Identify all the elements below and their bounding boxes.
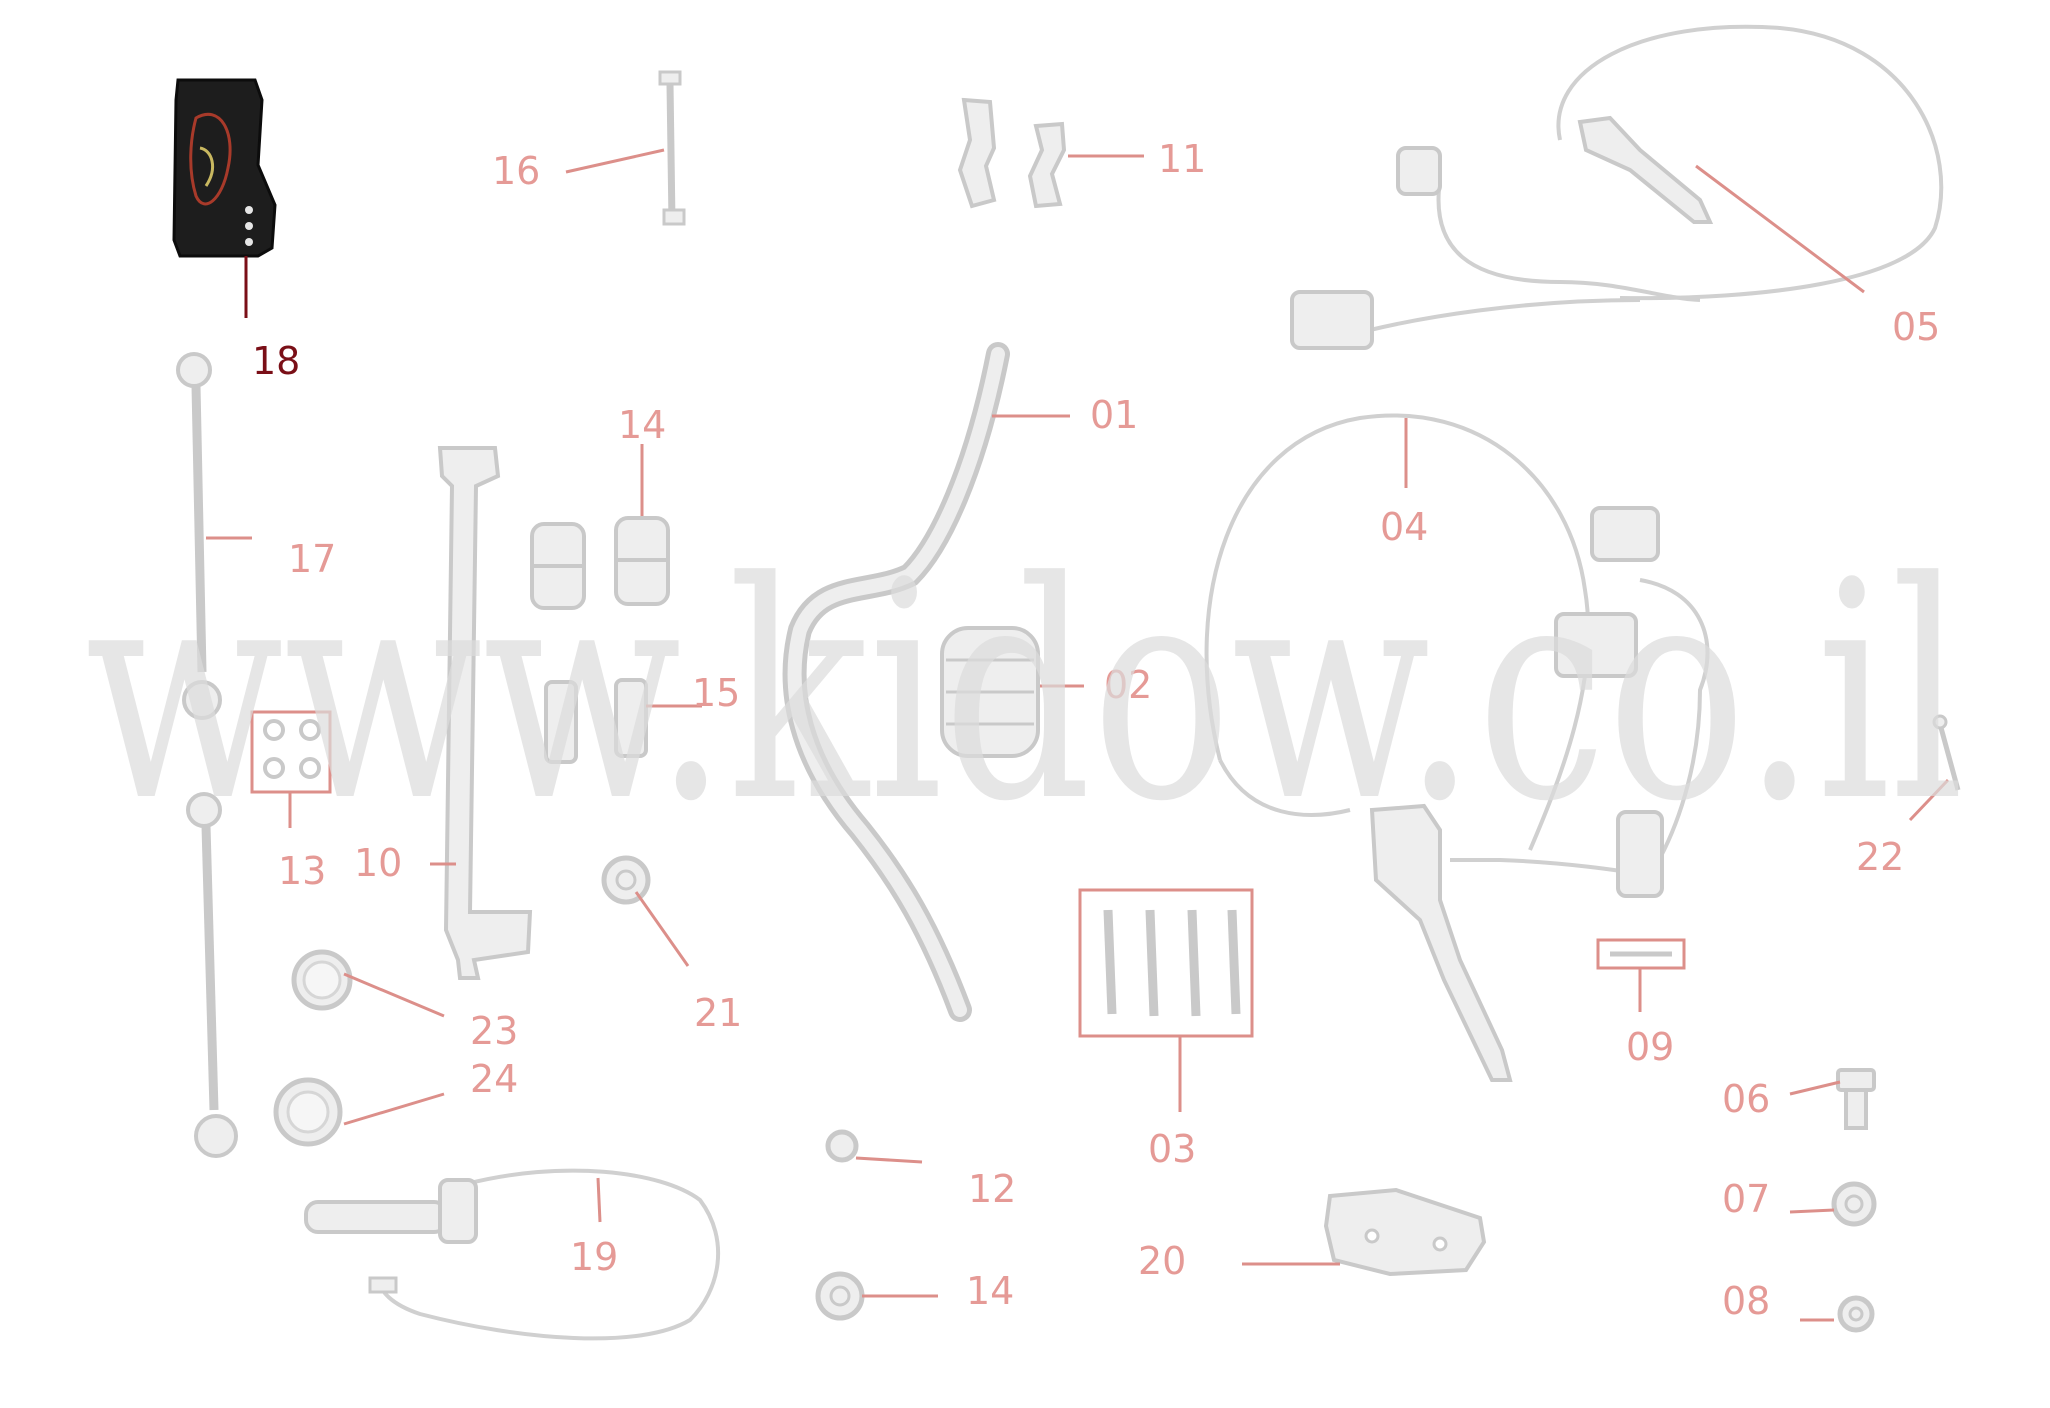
part-17-tie-rod-upper[interactable] bbox=[176, 352, 222, 720]
part-19-throttle[interactable] bbox=[304, 1168, 721, 1341]
callout-12: 12 bbox=[968, 1167, 1016, 1211]
leader-16 bbox=[565, 148, 665, 174]
watermark-text: www.kidow.co.il bbox=[85, 518, 1965, 867]
part-12-nut[interactable] bbox=[825, 1129, 859, 1163]
part-21-washer[interactable] bbox=[601, 855, 651, 905]
part-06-flange-bolt[interactable] bbox=[1836, 1068, 1876, 1130]
part-03-bolt-set[interactable] bbox=[1078, 888, 1254, 1038]
callout-labels: 18 16 11 05 17 14 01 04 02 15 13 10 22 2… bbox=[252, 137, 1940, 1323]
part-14-clamp-blocks[interactable] bbox=[530, 516, 670, 610]
callout-11: 11 bbox=[1158, 137, 1206, 181]
part-20-bracket[interactable] bbox=[1323, 1187, 1487, 1277]
callout-05: 05 bbox=[1892, 305, 1940, 349]
leader-19 bbox=[596, 1177, 602, 1223]
part-05-rear-brake-assembly[interactable] bbox=[1290, 24, 1944, 350]
callout-04: 04 bbox=[1380, 505, 1428, 549]
leader-07 bbox=[1789, 1208, 1835, 1214]
callout-17: 17 bbox=[288, 537, 336, 581]
callout-15: 15 bbox=[692, 671, 740, 715]
callout-14-lower: 14 bbox=[966, 1269, 1014, 1313]
callout-23: 23 bbox=[470, 1009, 518, 1053]
callout-02: 02 bbox=[1104, 663, 1152, 707]
callout-19: 19 bbox=[570, 1235, 618, 1279]
leader-23 bbox=[343, 972, 445, 1018]
callout-03: 03 bbox=[1148, 1127, 1196, 1171]
leader-12 bbox=[855, 1156, 923, 1164]
part-18-handle-grip[interactable] bbox=[172, 78, 277, 258]
parts-layer bbox=[172, 24, 1961, 1341]
part-02-bar-clamp[interactable] bbox=[940, 626, 1040, 758]
callout-16: 16 bbox=[492, 149, 540, 193]
part-04-front-brake-assembly[interactable] bbox=[1204, 413, 1710, 1082]
callout-24: 24 bbox=[470, 1057, 518, 1101]
callout-22: 22 bbox=[1856, 835, 1904, 879]
part-23-cap[interactable] bbox=[291, 949, 353, 1011]
callout-10: 10 bbox=[354, 841, 402, 885]
part-17-tie-rod-lower[interactable] bbox=[186, 792, 238, 1158]
callout-21: 21 bbox=[694, 991, 742, 1035]
part-01-handlebar[interactable] bbox=[782, 342, 1010, 1022]
callout-08: 08 bbox=[1722, 1279, 1770, 1323]
leader-05 bbox=[1695, 164, 1865, 294]
leader-24 bbox=[343, 1092, 445, 1126]
callout-01: 01 bbox=[1090, 393, 1138, 437]
part-24-cap[interactable] bbox=[273, 1077, 343, 1147]
part-09-key[interactable] bbox=[1596, 938, 1686, 970]
leader-06 bbox=[1789, 1080, 1841, 1096]
callout-20: 20 bbox=[1138, 1239, 1186, 1283]
callout-18: 18 bbox=[252, 339, 300, 383]
part-11-clamps[interactable] bbox=[957, 97, 1067, 209]
part-22-pin[interactable] bbox=[1932, 714, 1961, 791]
callout-09: 09 bbox=[1626, 1025, 1674, 1069]
leader-lines bbox=[206, 148, 1950, 1322]
callout-14-upper: 14 bbox=[618, 403, 666, 447]
part-15-spacers[interactable] bbox=[544, 678, 648, 764]
part-07-nut[interactable] bbox=[1831, 1181, 1877, 1227]
part-16-long-bolt[interactable] bbox=[658, 70, 686, 226]
leader-22 bbox=[1908, 778, 1950, 822]
callout-06: 06 bbox=[1722, 1077, 1770, 1121]
part-10-steering-stem[interactable] bbox=[437, 446, 533, 980]
part-14-nut[interactable] bbox=[815, 1271, 865, 1321]
leader-21 bbox=[634, 891, 690, 967]
part-08-washer[interactable] bbox=[1837, 1295, 1875, 1333]
callout-07: 07 bbox=[1722, 1177, 1770, 1221]
callout-13: 13 bbox=[278, 849, 326, 893]
